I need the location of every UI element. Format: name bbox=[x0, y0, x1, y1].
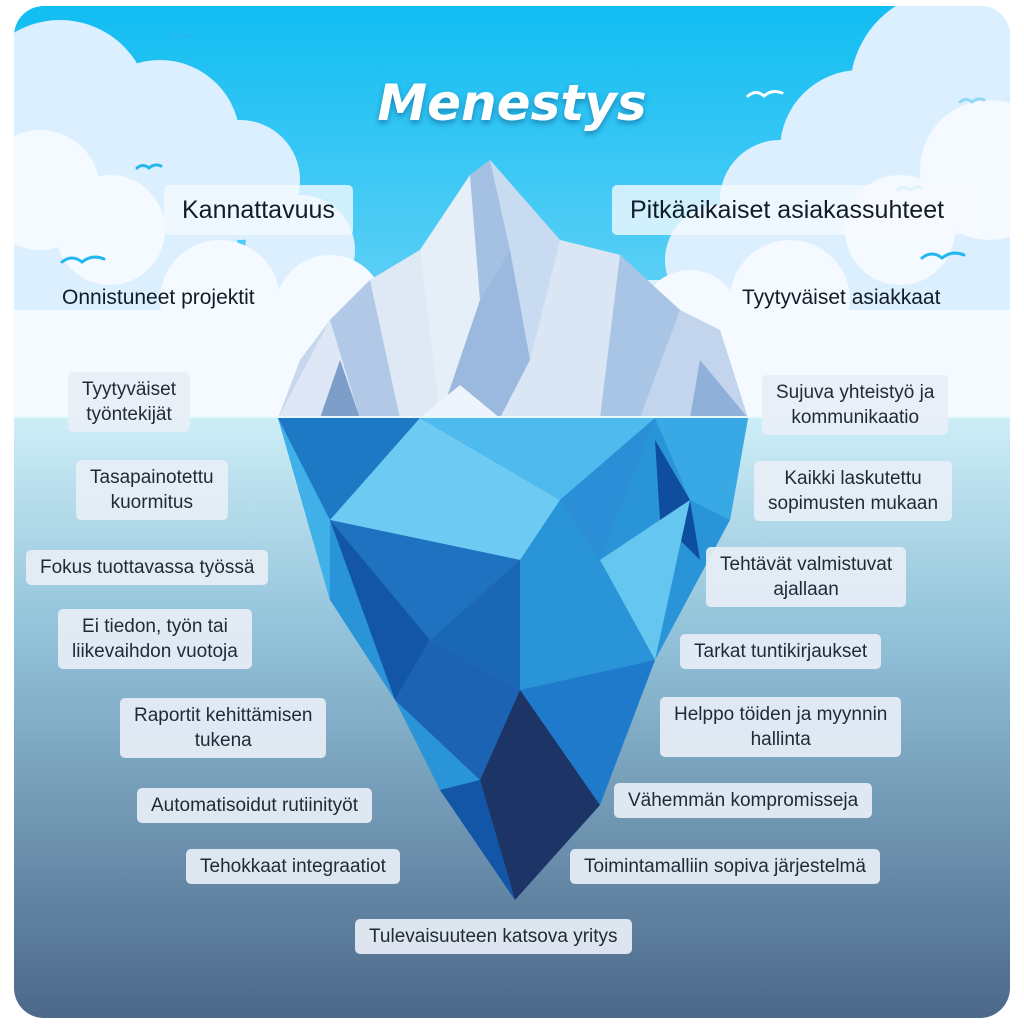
label-pitkaaikaiset-asiakassuhteet: Pitkäaikaiset asiakassuhteet bbox=[612, 185, 963, 235]
label-right-5: Helppo töiden ja myynnin hallinta bbox=[660, 697, 902, 757]
label-left-6: Automatisoidut rutiinityöt bbox=[137, 788, 372, 823]
label-bottom: Tulevaisuuteen katsova yritys bbox=[355, 919, 632, 954]
label-right-3: Tehtävät valmistuvat ajallaan bbox=[706, 547, 907, 607]
label-right-7: Toimintamalliin sopiva järjestelmä bbox=[570, 849, 880, 884]
diagram-title: Menestys bbox=[377, 74, 647, 132]
label-left-4: Ei tiedon, työn tai liikevaihdon vuotoja bbox=[58, 609, 252, 669]
iceberg-above bbox=[278, 160, 748, 418]
label-right-4: Tarkat tuntikirjaukset bbox=[680, 634, 882, 669]
label-right-2: Kaikki laskutettu sopimusten mukaan bbox=[754, 461, 953, 521]
label-left-7: Tehokkaat integraatiot bbox=[186, 849, 400, 884]
label-left-3: Fokus tuottavassa työssä bbox=[26, 550, 269, 585]
iceberg-underwater bbox=[278, 418, 748, 900]
label-kannattavuus: Kannattavuus bbox=[164, 185, 353, 235]
label-tyytyvaiset-asiakkaat: Tyytyväiset asiakkaat bbox=[742, 286, 941, 309]
label-left-2: Tasapainotettu kuormitus bbox=[76, 460, 228, 520]
label-onnistuneet-projektit: Onnistuneet projektit bbox=[62, 286, 255, 309]
label-right-6: Vähemmän kompromisseja bbox=[614, 783, 873, 818]
label-left-1: Tyytyväiset työntekijät bbox=[68, 372, 190, 432]
label-left-5: Raportit kehittämisen tukena bbox=[120, 698, 327, 758]
label-right-1: Sujuva yhteistyö ja kommunikaatio bbox=[762, 375, 949, 435]
